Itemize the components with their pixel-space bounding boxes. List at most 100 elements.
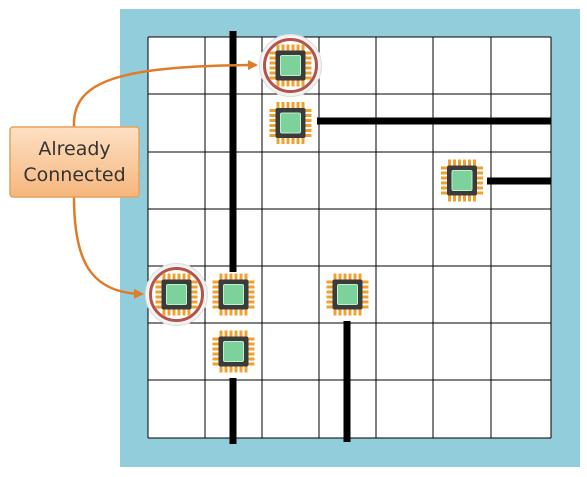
chip-pins (441, 159, 483, 202)
chip-pin (276, 138, 280, 144)
chip-pin (463, 159, 466, 166)
chip-pin (167, 309, 171, 316)
chip-pin (326, 285, 333, 289)
chip-pin (301, 102, 305, 108)
chip-pin (212, 347, 219, 351)
chip-pin (326, 295, 333, 299)
arrow-to-left-chip (72, 196, 144, 299)
chip-pin (191, 305, 198, 309)
chip-pin (276, 102, 280, 108)
chip-pin (191, 300, 198, 304)
chip-pin (269, 129, 276, 132)
chip-pin (182, 273, 186, 280)
chip-pin (463, 195, 466, 202)
chip-pin (182, 309, 186, 316)
chip-pin (477, 181, 483, 185)
chip-pin (269, 71, 276, 75)
chip-pin (448, 159, 451, 166)
chip-pin (244, 366, 248, 373)
chip-pin (291, 138, 295, 144)
chip-pin (286, 80, 290, 87)
chip-pin (326, 305, 333, 309)
chip-pin (177, 273, 181, 280)
chip-pin (305, 71, 312, 75)
chip-pin (248, 362, 255, 366)
chip-pin (305, 76, 312, 80)
chip-pin (248, 305, 255, 309)
chip-pin (326, 280, 333, 284)
chip-pin (177, 309, 181, 316)
chip-pin (281, 44, 285, 51)
chip-pins (326, 273, 369, 316)
chip-icon (326, 273, 369, 316)
chip-pin (286, 102, 290, 108)
chip-core (280, 112, 301, 134)
chip-pin (296, 80, 300, 87)
chip-pin (234, 366, 238, 373)
chip-pin (333, 273, 337, 280)
chip-pin (305, 119, 312, 122)
chip-pins (155, 273, 198, 316)
chip-pins (269, 102, 312, 144)
chip-pin (477, 191, 483, 195)
chip-pin (269, 51, 276, 55)
chip-pin (301, 80, 305, 87)
chip-pin (453, 195, 456, 202)
callout-box (9, 126, 140, 198)
chip-pin (191, 290, 198, 294)
chip-pin (305, 66, 312, 70)
chip-pin (453, 159, 456, 166)
chip-pin (281, 138, 285, 144)
chip-pin (281, 80, 285, 87)
chip-pin (269, 61, 276, 65)
chip-pin (219, 366, 223, 373)
chip-pin (269, 124, 276, 127)
chip-pin (239, 330, 243, 337)
chip-pin (338, 273, 342, 280)
chip-pin (248, 300, 255, 304)
chip-pin (155, 305, 162, 309)
chip-icon (259, 34, 322, 97)
chip-pin (155, 285, 162, 289)
chip-pin (269, 119, 276, 122)
chip-pin (348, 309, 352, 316)
chip-pin (248, 295, 255, 299)
chip-pin (473, 159, 476, 166)
chip-pin (358, 273, 362, 280)
chip-pin (191, 280, 198, 284)
chip-pin (305, 114, 312, 117)
chip-pin (362, 290, 369, 294)
chip-pin (291, 102, 295, 108)
chip-pin (286, 138, 290, 144)
chip-pin (276, 44, 280, 51)
chip-pin (248, 290, 255, 294)
chip-pin (224, 273, 228, 280)
chips (145, 34, 483, 373)
chip-core (280, 55, 301, 76)
chip-pin (234, 309, 238, 316)
chip-pin (239, 366, 243, 373)
chip-pin (269, 66, 276, 70)
chip-pin (458, 195, 461, 202)
chip-pin (477, 171, 483, 175)
chip-pins (212, 273, 255, 316)
callout-arrows (72, 60, 258, 299)
chip-pin (269, 56, 276, 60)
chip-pin (448, 195, 451, 202)
chip-pin (326, 300, 333, 304)
chip-pin (326, 290, 333, 294)
chip-pin (239, 309, 243, 316)
chip-pin (162, 309, 166, 316)
chip-pin (155, 300, 162, 304)
chip-pin (305, 124, 312, 127)
chip-pin (224, 366, 228, 373)
chip-pin (162, 273, 166, 280)
chip-pin (343, 273, 347, 280)
chip-pin (353, 273, 357, 280)
chip-pin (291, 80, 295, 87)
chip-pin (212, 300, 219, 304)
chip-pin (333, 309, 337, 316)
highlight-ring-red (149, 267, 204, 322)
chip-pin (305, 134, 312, 137)
chip-pin (155, 295, 162, 299)
